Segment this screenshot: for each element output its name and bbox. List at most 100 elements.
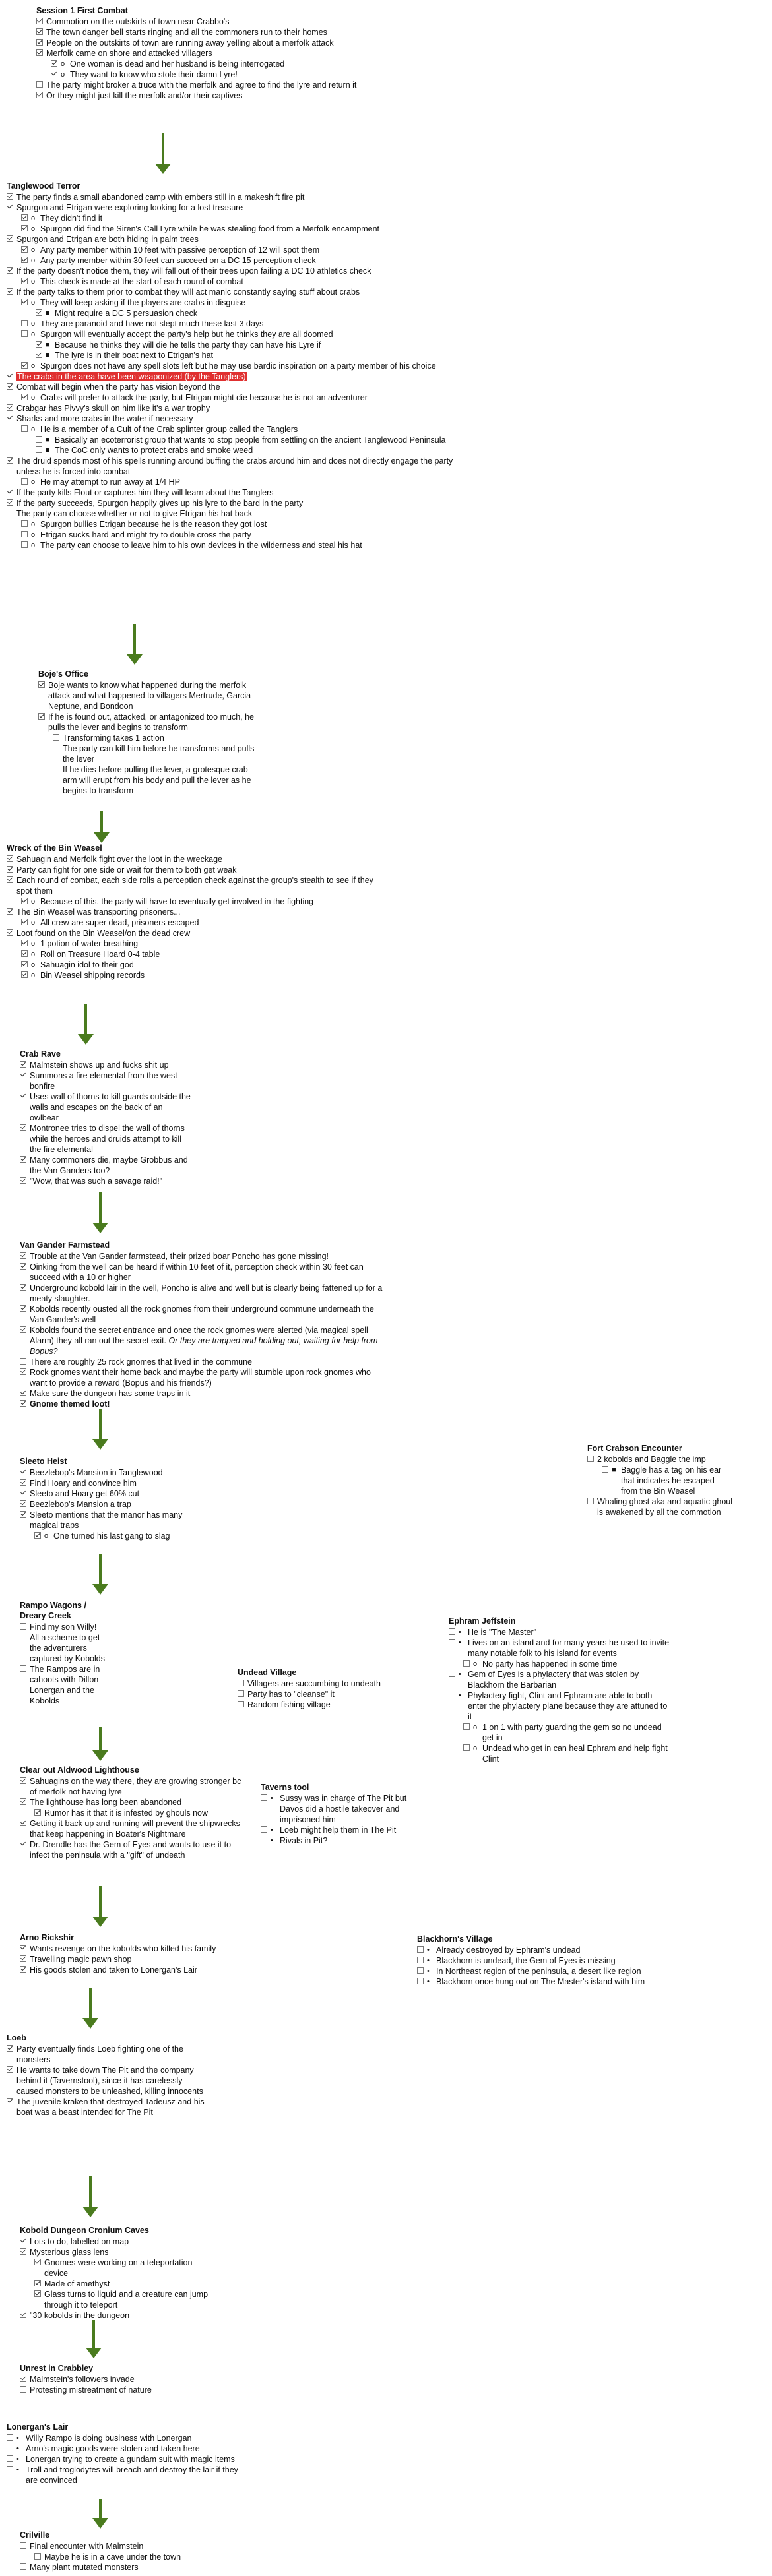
todo-checkbox[interactable] xyxy=(7,457,13,464)
item-text[interactable]: Party can fight for one side or wait for… xyxy=(16,865,237,874)
todo-checkbox[interactable] xyxy=(7,510,13,516)
todo-checkbox[interactable] xyxy=(20,2376,26,2382)
todo-checkbox[interactable] xyxy=(238,1701,244,1707)
todo-checkbox[interactable] xyxy=(21,362,28,369)
todo-checkbox[interactable] xyxy=(21,950,28,957)
item-text[interactable]: Bin Weasel shipping records xyxy=(40,971,145,980)
todo-checkbox[interactable] xyxy=(20,1841,26,1847)
item-text[interactable]: Any party member within 30 feet can succ… xyxy=(40,256,316,265)
todo-checkbox[interactable] xyxy=(261,1794,267,1801)
item-text[interactable]: Trouble at the Van Gander farmstead, the… xyxy=(30,1252,329,1261)
item-text[interactable]: Sahuagin and Merfolk fight over the loot… xyxy=(16,855,222,864)
item-text[interactable]: Spurgon does not have any spell slots le… xyxy=(40,361,436,371)
todo-checkbox[interactable] xyxy=(7,2455,13,2462)
item-text[interactable]: Lives on an island and for many years he… xyxy=(468,1638,670,1658)
todo-checkbox[interactable] xyxy=(20,1490,26,1496)
todo-checkbox[interactable] xyxy=(587,1498,594,1504)
item-text[interactable]: Baggle has a tag on his ear that indicat… xyxy=(621,1465,722,1496)
todo-checkbox[interactable] xyxy=(7,499,13,506)
todo-checkbox[interactable] xyxy=(7,2045,13,2052)
item-text[interactable]: Loot found on the Bin Weasel/on the dead… xyxy=(16,929,191,938)
item-text[interactable]: If the party talks to them prior to comb… xyxy=(16,288,360,297)
todo-checkbox[interactable] xyxy=(7,383,13,390)
item-text[interactable]: One turned his last gang to slag xyxy=(53,1531,170,1541)
todo-checkbox[interactable] xyxy=(587,1456,594,1462)
item-text[interactable]: In Northeast region of the peninsula, a … xyxy=(436,1967,641,1976)
item-text[interactable]: The Bin Weasel was transporting prisoner… xyxy=(16,907,181,917)
todo-checkbox[interactable] xyxy=(53,734,59,741)
item-text[interactable]: Whaling ghost aka and aquatic ghoul is a… xyxy=(597,1497,733,1517)
todo-checkbox[interactable] xyxy=(34,2259,41,2265)
todo-checkbox[interactable] xyxy=(21,520,28,527)
item-text[interactable]: Made of amethyst xyxy=(44,2279,110,2288)
todo-checkbox[interactable] xyxy=(7,855,13,862)
item-text[interactable]: He may attempt to run away at 1/4 HP xyxy=(40,477,180,487)
todo-checkbox[interactable] xyxy=(7,415,13,421)
todo-checkbox[interactable] xyxy=(463,1723,470,1730)
item-text[interactable]: Montronee tries to dispel the wall of th… xyxy=(30,1124,185,1154)
item-text[interactable]: They will keep asking if the players are… xyxy=(40,298,246,307)
item-text[interactable]: If the party doesn't notice them, they w… xyxy=(16,266,371,276)
item-text[interactable]: Lots to do, labelled on map xyxy=(30,2237,129,2246)
todo-checkbox[interactable] xyxy=(20,2542,26,2549)
todo-checkbox[interactable] xyxy=(417,1957,424,1963)
todo-checkbox[interactable] xyxy=(7,193,13,200)
todo-checkbox[interactable] xyxy=(53,745,59,751)
todo-checkbox[interactable] xyxy=(21,919,28,925)
item-text[interactable]: Maybe he is in a cave under the town xyxy=(44,2552,181,2561)
item-text[interactable]: The party can kill him before he transfo… xyxy=(63,744,255,764)
item-text[interactable]: The party can choose whether or not to g… xyxy=(16,509,253,518)
item-text[interactable]: Beezlebop's Mansion in Tanglewood xyxy=(30,1468,163,1477)
item-text[interactable]: Wants revenge on the kobolds who killed … xyxy=(30,1944,216,1953)
todo-checkbox[interactable] xyxy=(21,394,28,400)
item-text[interactable]: All a scheme to get the adventurers capt… xyxy=(30,1633,105,1663)
todo-checkbox[interactable] xyxy=(20,2386,26,2393)
item-text[interactable]: Etrigan sucks hard and might try to doub… xyxy=(40,530,251,539)
item-text[interactable]: Sleeto mentions that the manor has many … xyxy=(30,1510,183,1530)
item-text[interactable]: Merfolk came on shore and attacked villa… xyxy=(46,49,212,58)
item-text[interactable]: No party has happened in some time xyxy=(482,1659,618,1669)
todo-checkbox[interactable] xyxy=(21,257,28,263)
item-text[interactable]: Sharks and more crabs in the water if ne… xyxy=(16,414,193,423)
item-text[interactable]: Lonergan trying to create a gundam suit … xyxy=(26,2455,235,2464)
todo-checkbox[interactable] xyxy=(449,1671,455,1677)
item-text[interactable]: Getting it back up and running will prev… xyxy=(30,1819,240,1839)
todo-checkbox[interactable] xyxy=(20,1400,26,1407)
todo-checkbox[interactable] xyxy=(21,225,28,231)
todo-checkbox[interactable] xyxy=(7,489,13,495)
item-text[interactable]: Protesting mistreatment of nature xyxy=(30,2385,152,2395)
item-text[interactable]: Willy Rampo is doing business with Loner… xyxy=(26,2434,192,2443)
todo-checkbox[interactable] xyxy=(20,2248,26,2255)
item-text[interactable]: All crew are super dead, prisoners escap… xyxy=(40,918,199,927)
todo-checkbox[interactable] xyxy=(51,71,57,77)
todo-checkbox[interactable] xyxy=(53,766,59,772)
item-text[interactable]: Any party member within 10 feet with pas… xyxy=(40,245,320,255)
todo-checkbox[interactable] xyxy=(34,2553,41,2560)
todo-checkbox[interactable] xyxy=(20,1156,26,1163)
todo-checkbox[interactable] xyxy=(261,1837,267,1843)
item-text[interactable]: People on the outskirts of town are runn… xyxy=(46,38,334,47)
todo-checkbox[interactable] xyxy=(20,1093,26,1099)
item-text[interactable]: Sleeto and Hoary get 60% cut xyxy=(30,1489,140,1498)
item-text[interactable]: Party eventually finds Loeb fighting one… xyxy=(16,2044,183,2064)
todo-checkbox[interactable] xyxy=(36,18,43,24)
item-text[interactable]: 1 on 1 with party guarding the gem so no… xyxy=(482,1723,662,1742)
todo-checkbox[interactable] xyxy=(20,1368,26,1375)
item-text[interactable]: Might require a DC 5 persuasion check xyxy=(55,309,198,318)
item-text[interactable]: Find my son Willy! xyxy=(30,1622,97,1632)
todo-checkbox[interactable] xyxy=(34,2290,41,2297)
todo-checkbox[interactable] xyxy=(20,1798,26,1805)
todo-checkbox[interactable] xyxy=(20,1061,26,1068)
todo-checkbox[interactable] xyxy=(7,2466,13,2472)
item-text[interactable]: Because he thinks they will die he tells… xyxy=(55,340,321,350)
item-text[interactable]: Spurgon bullies Etrigan because he is th… xyxy=(40,520,267,529)
todo-checkbox[interactable] xyxy=(449,1628,455,1635)
item-text[interactable]: Mysterious glass lens xyxy=(30,2248,109,2257)
item-text[interactable]: Party has to "cleanse" it xyxy=(247,1690,335,1699)
item-text[interactable]: Glass turns to liquid and a creature can… xyxy=(44,2290,209,2310)
todo-checkbox[interactable] xyxy=(21,961,28,967)
todo-checkbox[interactable] xyxy=(36,39,43,46)
todo-checkbox[interactable] xyxy=(417,1946,424,1953)
todo-checkbox[interactable] xyxy=(21,541,28,548)
todo-checkbox[interactable] xyxy=(20,1358,26,1365)
